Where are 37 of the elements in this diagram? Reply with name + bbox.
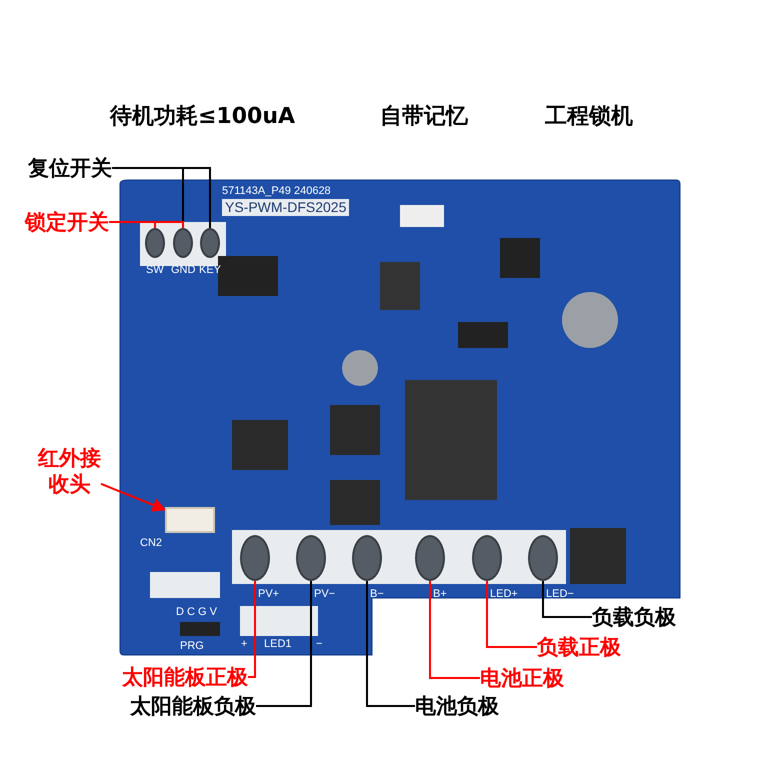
callout-label: 太阳能板正极 <box>122 664 248 690</box>
callout-label: 红外接收头 <box>38 445 101 497</box>
leader-line <box>256 581 312 707</box>
part-label: CN2 <box>140 537 162 550</box>
leader-line <box>486 581 537 648</box>
callout-label: 复位开关 <box>28 155 112 181</box>
pin-label: D C G V <box>176 606 217 619</box>
part-label: PRG <box>180 640 204 653</box>
connector <box>165 507 215 533</box>
leader-line <box>542 581 592 618</box>
board-code: 571143A_P49 240628 <box>222 185 331 198</box>
callout-label: 负载正极 <box>537 634 621 660</box>
pin-label: + <box>241 638 248 651</box>
leader-line <box>248 581 256 678</box>
pin-label: B− <box>370 588 384 601</box>
pin-label: LED− <box>546 588 574 601</box>
callout-label: 电池正极 <box>480 665 564 691</box>
pin-label: PV+ <box>258 588 280 601</box>
feature-text: 待机功耗≤100uA <box>110 103 296 131</box>
callout-label: 太阳能板负极 <box>130 693 256 719</box>
part-label: LED1 <box>264 638 292 651</box>
leader-line <box>112 167 211 228</box>
board-model: YS-PWM-DFS2025 <box>222 199 350 216</box>
pin-label: − <box>316 638 322 651</box>
pin-label: SW <box>146 264 164 277</box>
callout-label: 负载负极 <box>592 604 676 630</box>
pin-label: GND <box>171 264 196 277</box>
pin-label: LED+ <box>490 588 518 601</box>
feature-text: 工程锁机 <box>545 103 633 131</box>
callout-label: 电池负极 <box>415 693 499 719</box>
arrow <box>100 482 166 512</box>
pin-label: B+ <box>433 588 447 601</box>
feature-text: 自带记忆 <box>380 103 468 131</box>
pin-label: PV− <box>314 588 336 601</box>
leader-line <box>429 581 480 679</box>
leader-line <box>366 581 415 707</box>
callout-label: 锁定开关 <box>25 209 109 235</box>
